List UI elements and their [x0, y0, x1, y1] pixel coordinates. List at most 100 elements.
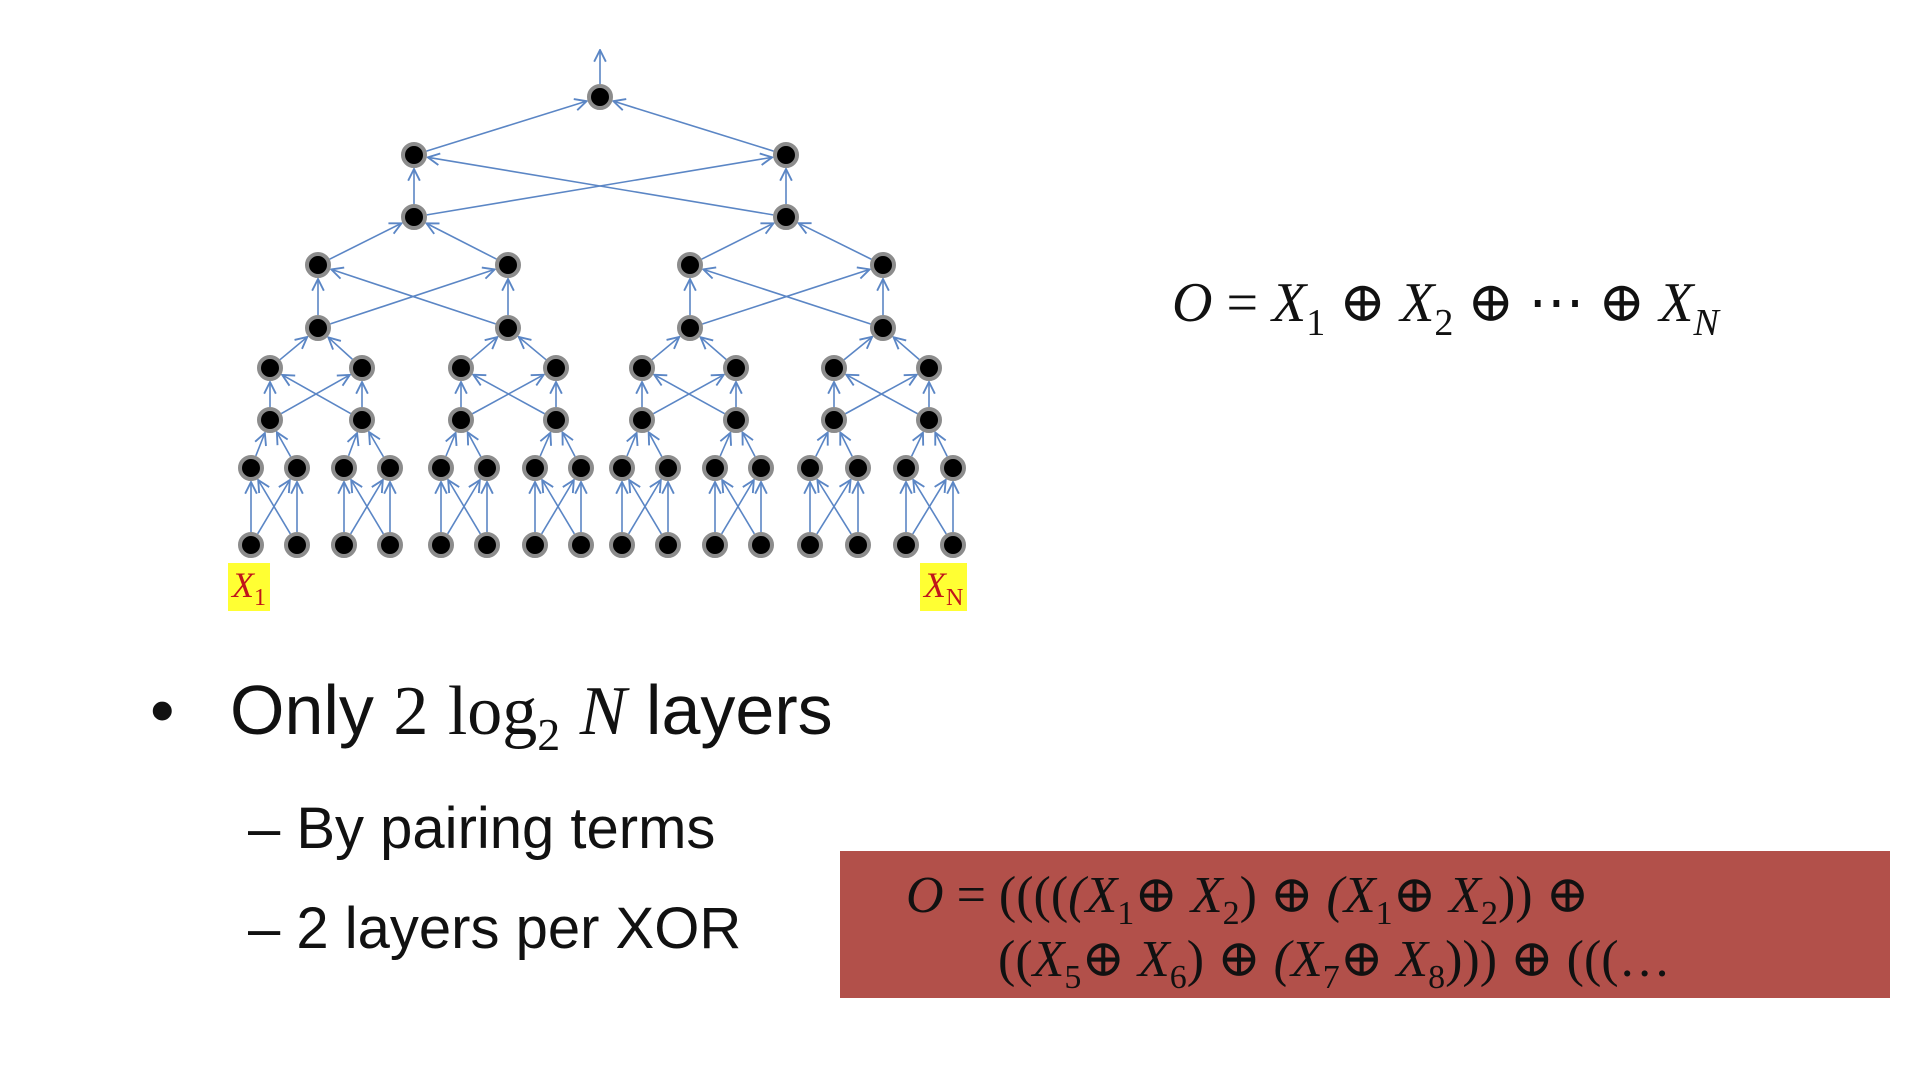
- network-node: [797, 455, 823, 481]
- network-edge: [613, 101, 774, 152]
- network-edge: [473, 375, 545, 415]
- input-node: [568, 532, 594, 558]
- network-node: [702, 455, 728, 481]
- network-node: [609, 455, 635, 481]
- network-node: [821, 407, 847, 433]
- network-edge: [719, 433, 730, 457]
- network-edge: [519, 337, 547, 361]
- network-node: [377, 455, 403, 481]
- network-node: [349, 407, 375, 433]
- network-edge: [426, 101, 586, 152]
- network-edge: [331, 269, 496, 325]
- network-edge: [448, 480, 482, 535]
- network-edge: [258, 480, 292, 535]
- input-node: [428, 532, 454, 558]
- input-node: [609, 532, 635, 558]
- network-node: [870, 315, 896, 341]
- network-node: [495, 315, 521, 341]
- network-node: [893, 455, 919, 481]
- formula-line-2: ((X5⊕ X6) ⊕ (X7⊕ X8))) ⊕ (((…: [998, 931, 1671, 996]
- input-node: [377, 532, 403, 558]
- network-edge: [428, 157, 774, 216]
- network-node: [495, 252, 521, 278]
- network-edge: [910, 433, 923, 457]
- formula-line-1: O = (((((X1⊕ X2) ⊕ (X1⊕ X2)) ⊕: [906, 867, 1590, 932]
- network-edge: [562, 432, 576, 457]
- network-edge: [470, 337, 497, 361]
- network-edge: [629, 480, 663, 535]
- network-node: [284, 455, 310, 481]
- xor-network-diagram: [238, 0, 966, 558]
- network-node: [723, 355, 749, 381]
- bullet-layers: •Only 2 log2 N layers: [150, 671, 833, 760]
- network-node: [349, 355, 375, 381]
- network-edge: [846, 375, 918, 415]
- network-edge: [843, 337, 872, 361]
- output-node: [587, 84, 613, 110]
- input-node: [797, 532, 823, 558]
- network-edge: [542, 480, 576, 535]
- sub-bullet-xor-layers: – 2 layers per XOR: [248, 896, 742, 961]
- input-label-x1: X1: [228, 563, 270, 611]
- network-edge: [349, 433, 358, 457]
- network-edge: [279, 337, 307, 361]
- network-node: [543, 355, 569, 381]
- network-node: [522, 455, 548, 481]
- network-edge: [722, 480, 756, 535]
- network-node: [629, 407, 655, 433]
- network-edge: [328, 337, 353, 360]
- network-edge: [701, 223, 774, 260]
- network-node: [568, 455, 594, 481]
- network-edge: [282, 375, 352, 415]
- network-node: [474, 455, 500, 481]
- network-edge: [742, 432, 756, 457]
- network-node: [655, 455, 681, 481]
- network-node: [448, 355, 474, 381]
- network-edge: [256, 433, 265, 457]
- network-edge: [649, 432, 663, 457]
- network-edge: [627, 433, 637, 457]
- network-node: [629, 355, 655, 381]
- network-node: [773, 204, 799, 230]
- network-node: [305, 252, 331, 278]
- network-edge: [654, 375, 726, 415]
- input-node: [331, 532, 357, 558]
- network-edge: [817, 480, 852, 535]
- network-node: [677, 315, 703, 341]
- network-node: [821, 355, 847, 381]
- network-node: [401, 142, 427, 168]
- network-edge: [468, 432, 482, 457]
- network-edge: [539, 433, 550, 457]
- network-edge: [369, 432, 385, 458]
- input-node: [474, 532, 500, 558]
- network-node: [331, 455, 357, 481]
- network-edge: [329, 223, 402, 260]
- network-node: [238, 455, 264, 481]
- network-edge: [799, 223, 872, 260]
- network-node: [870, 252, 896, 278]
- input-node: [522, 532, 548, 558]
- network-edge: [446, 433, 456, 457]
- network-edge: [935, 433, 948, 457]
- network-node: [428, 455, 454, 481]
- network-node: [916, 407, 942, 433]
- network-node: [916, 355, 942, 381]
- network-edge: [894, 337, 920, 361]
- network-node: [448, 407, 474, 433]
- input-node: [702, 532, 728, 558]
- network-node: [305, 315, 331, 341]
- network-edge: [703, 269, 871, 325]
- network-edge: [701, 337, 727, 361]
- network-node: [257, 407, 283, 433]
- input-node: [284, 532, 310, 558]
- network-node: [773, 142, 799, 168]
- input-node: [748, 532, 774, 558]
- network-node: [257, 355, 283, 381]
- network-node: [723, 407, 749, 433]
- network-edge: [815, 433, 828, 457]
- network-node: [940, 455, 966, 481]
- sub-bullet-pairing: – By pairing terms: [248, 796, 716, 861]
- network-edge: [426, 223, 497, 260]
- network-edge: [277, 432, 292, 458]
- input-node: [655, 532, 681, 558]
